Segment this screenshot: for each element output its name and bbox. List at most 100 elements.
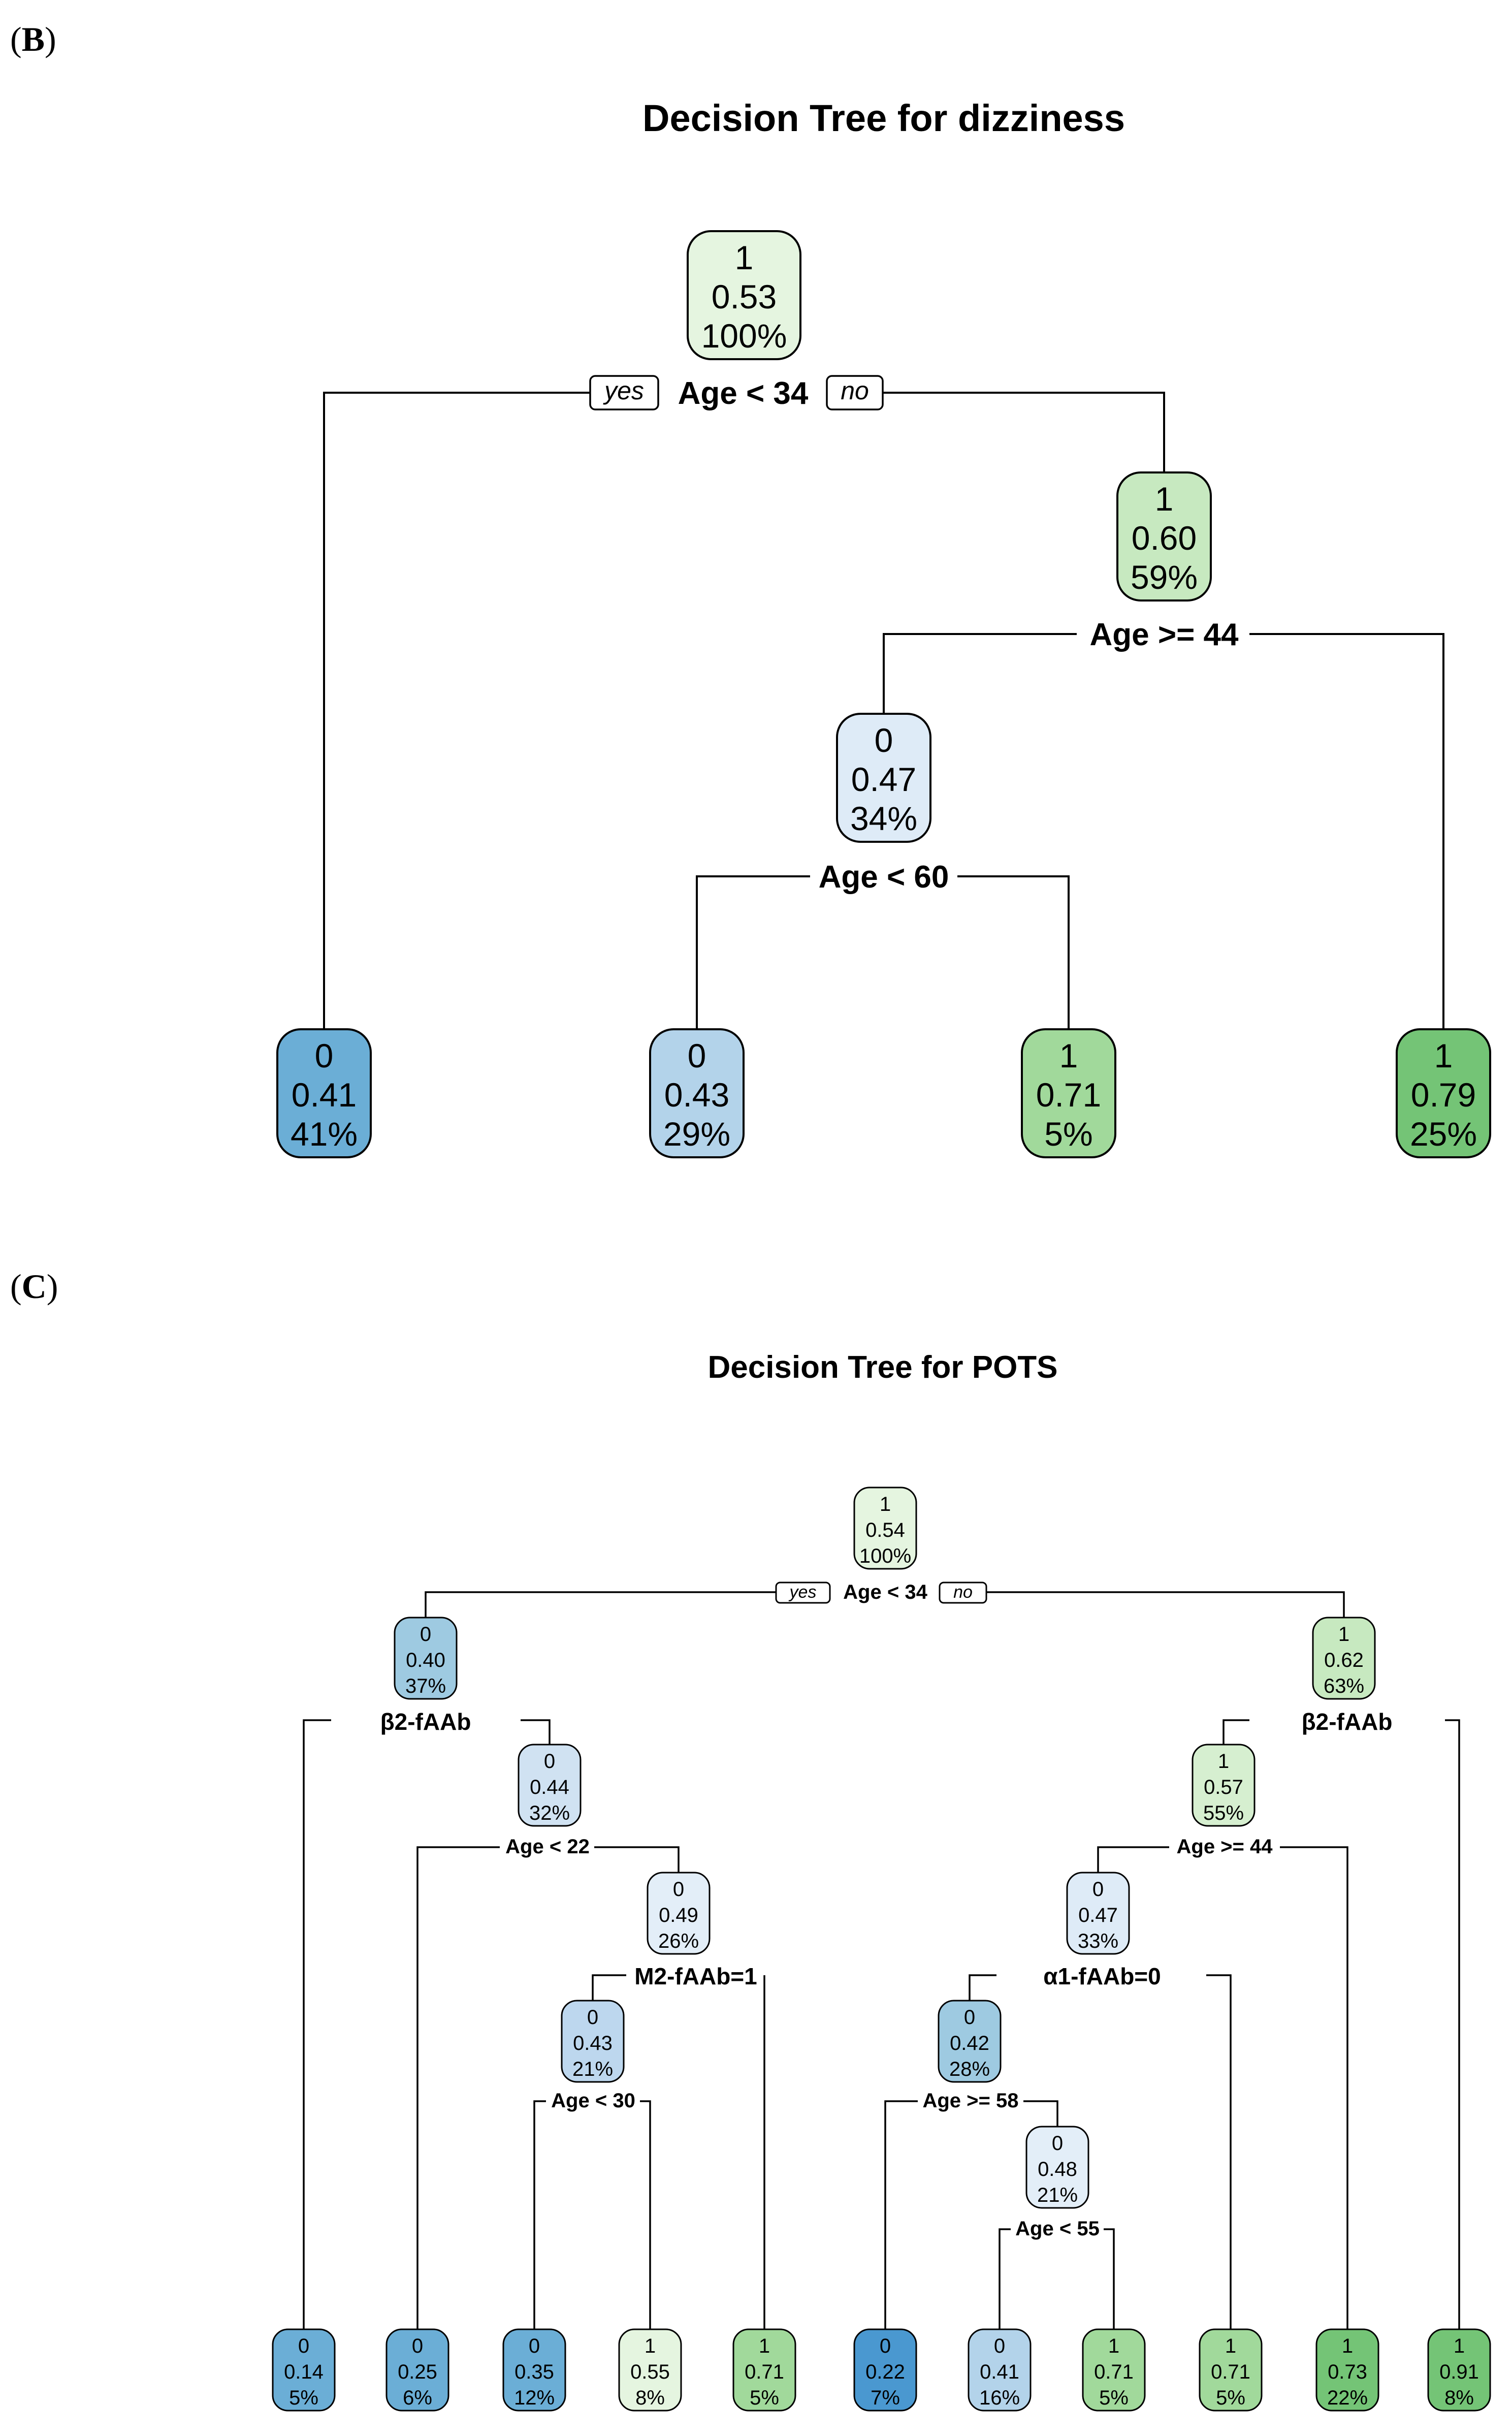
node-prob: 0.91: [1439, 2361, 1479, 2383]
node-pct: 8%: [1444, 2387, 1474, 2409]
panel-c-split-age-lt-22: Age < 22: [505, 1836, 590, 1858]
panel-c-leaf-2: 00.256%: [385, 2328, 449, 2412]
node-box: [618, 2328, 682, 2412]
node-box: [853, 1486, 917, 1570]
panel-b-leaf-1: 0 0.41 41%: [276, 1028, 372, 1158]
panel-c-split-age-ge-58: Age >= 58: [922, 2090, 1018, 2112]
node-box: [647, 1872, 711, 1955]
node-class: 1: [1059, 1037, 1078, 1074]
panel-c-label-open: (: [10, 1267, 22, 1306]
node-cls: 1: [1218, 1750, 1229, 1773]
node-pct: 5%: [1099, 2387, 1129, 2409]
node-class: 1: [1434, 1037, 1453, 1074]
node-pct: 32%: [529, 1802, 570, 1824]
panel-b-node-root: 1 0.53 100%: [687, 230, 801, 360]
node-pct: 8%: [635, 2387, 665, 2409]
node-pct: 41%: [291, 1115, 358, 1153]
node-pct: 100%: [859, 1545, 911, 1567]
panel-c-leaf-4: 10.558%: [618, 2328, 682, 2412]
panel-c-leaf-5: 10.715%: [732, 2328, 796, 2412]
node-pct: 21%: [572, 2058, 613, 2080]
node-cls: 1: [880, 1493, 891, 1515]
node-pct: 5%: [1044, 1115, 1092, 1153]
node-box: [1066, 1872, 1130, 1955]
node-cls: 1: [1342, 2335, 1353, 2357]
node-box: [1315, 2328, 1379, 2412]
panel-b-leaf-2: 0 0.43 29%: [649, 1028, 745, 1158]
node-class: 1: [1155, 480, 1174, 518]
node-box: [385, 2328, 449, 2412]
node-cls: 0: [412, 2335, 423, 2357]
panel-b-node-2-box: [1116, 471, 1212, 602]
node-prob: 0.41: [292, 1076, 357, 1114]
node-prob: 0.42: [950, 2032, 989, 2054]
node-cls: 0: [587, 2006, 598, 2029]
node-prob: 0.53: [712, 278, 777, 315]
panel-b-node-root-box: [687, 230, 801, 360]
panel-c-leaf-6: 00.227%: [853, 2328, 917, 2412]
node-pct: 26%: [658, 1930, 699, 1952]
node-cls: 0: [673, 1878, 684, 1901]
node-pct: 6%: [403, 2387, 432, 2409]
node-cls: 0: [964, 2006, 975, 2029]
node-pct: 63%: [1324, 1675, 1364, 1697]
edge-a1-right: [1206, 1974, 1232, 2329]
node-prob: 0.41: [980, 2361, 1019, 2383]
node-pct: 100%: [701, 317, 787, 355]
node-cls: 0: [1052, 2132, 1063, 2155]
panel-b-yes-box: yes: [589, 375, 659, 410]
panel-c-title: Decision Tree for POTS: [707, 1350, 1057, 1385]
node-prob: 0.47: [851, 761, 916, 798]
panel-b-leaf-1-box: [276, 1028, 372, 1158]
panel-c-split-a1: α1-fAAb=0: [1043, 1963, 1161, 1989]
edge-age44-left: [1097, 1846, 1169, 1873]
panel-b-leaf-2-box: [649, 1028, 745, 1158]
node-pct: 5%: [1216, 2387, 1245, 2409]
edge-n2-left: [883, 633, 1082, 714]
node-box: [394, 1617, 458, 1700]
edge-b2r-left: [1223, 1719, 1249, 1745]
node-cls: 1: [1338, 1623, 1349, 1646]
panel-b-yes-label: yes: [603, 376, 644, 405]
edge-a1-left: [969, 1974, 996, 2001]
panel-b-label: (B): [10, 20, 56, 58]
node-cls: 0: [880, 2335, 891, 2357]
node-prob: 0.79: [1411, 1076, 1476, 1114]
node-pct: 33%: [1078, 1930, 1118, 1952]
node-box: [1312, 1617, 1376, 1700]
edge-n3-right: [955, 875, 1070, 1029]
edge-m2-left: [592, 1974, 626, 2001]
panel-c-yes-label: yes: [789, 1583, 817, 1602]
edge-root-left: [323, 392, 592, 1029]
node-prob: 0.40: [406, 1649, 445, 1671]
panel-c-no-label: no: [953, 1583, 973, 1602]
node-pct: 29%: [663, 1115, 730, 1153]
node-cls: 0: [1092, 1878, 1104, 1901]
node-prob: 0.48: [1038, 2158, 1077, 2180]
node-box: [1199, 2328, 1263, 2412]
edge-age58-left: [884, 2100, 918, 2329]
panel-c-split-age-lt-55: Age < 55: [1015, 2218, 1100, 2240]
node-pct: 55%: [1203, 1802, 1244, 1824]
edge-b2-right: [521, 1719, 551, 1745]
panel-c-split-age-lt-30: Age < 30: [551, 2090, 635, 2112]
node-pct: 16%: [979, 2387, 1020, 2409]
node-cls: 1: [1225, 2335, 1236, 2357]
panel-c-split-b2-right: β2-fAAb: [1302, 1709, 1393, 1735]
node-box: [272, 2328, 336, 2412]
node-prob: 0.60: [1132, 519, 1197, 557]
node-pct: 12%: [514, 2387, 555, 2409]
node-prob: 0.35: [514, 2361, 554, 2383]
panel-b-leaf-3-box: [1021, 1028, 1116, 1158]
node-box: [1192, 1744, 1256, 1827]
node-class: 0: [315, 1037, 334, 1074]
panel-b-label-letter: B: [22, 20, 45, 58]
